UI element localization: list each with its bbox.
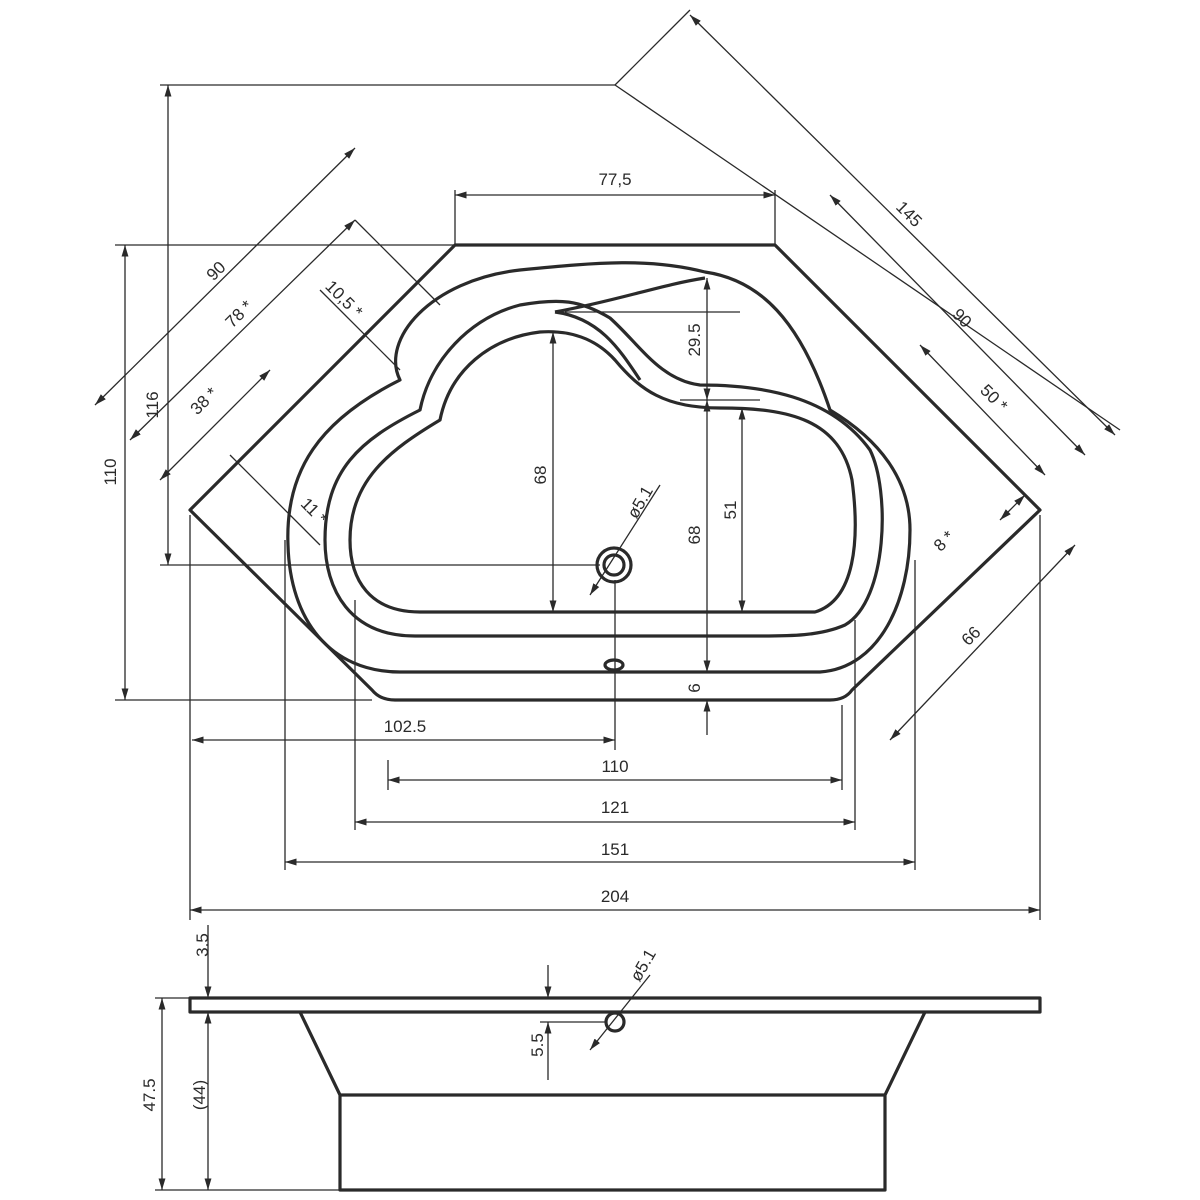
dim-left-78: 78 * — [222, 296, 257, 331]
overflow-icon — [603, 658, 625, 672]
dim-width-151: 151 — [601, 840, 629, 859]
basin-inner-outline — [348, 330, 857, 614]
dim-drain-diameter: ø5.1 — [624, 483, 657, 522]
dim-left-diag-90: 90 — [203, 258, 230, 285]
side-dimension-lines — [155, 925, 651, 1191]
dim-height-47-5: 47.5 — [140, 1078, 159, 1111]
drain-inner-ring — [602, 553, 626, 577]
tub-outer-outline — [188, 243, 1042, 702]
dimension-lines — [94, 14, 1116, 914]
dim-left-38: 38 * — [187, 383, 222, 418]
dim-width-121: 121 — [601, 798, 629, 817]
plan-view: 77,5 145 90 50 * 8 * 66 90 78 * 10,5 * 3… — [94, 9, 1121, 920]
dim-overflow-5-5: 5.5 — [528, 1033, 547, 1057]
dim-basin-68-right: 68 — [685, 526, 704, 545]
dim-right-8: 8 * — [930, 527, 958, 555]
dim-height-116: 116 — [143, 391, 162, 418]
dim-right-diag-90: 90 — [948, 305, 975, 332]
dim-rim-3-5: 3.5 — [193, 933, 212, 957]
dim-depth-44: (44) — [190, 1080, 209, 1110]
rim-inner-outline — [286, 261, 912, 674]
dim-diagonal-overall: 145 — [892, 197, 925, 230]
overflow-side-icon — [604, 1011, 626, 1033]
dim-width-204: 204 — [601, 887, 629, 906]
seat-contour — [554, 276, 706, 381]
dim-top-edge: 77,5 — [598, 170, 631, 189]
dim-overflow-diameter: ø5.1 — [627, 946, 660, 985]
dim-height-110: 110 — [101, 458, 120, 485]
basin-outer-outline — [323, 299, 884, 638]
dim-bottom-6: 6 — [685, 683, 704, 692]
dim-right-50: 50 * — [976, 381, 1011, 416]
dim-width-110: 110 — [601, 757, 628, 776]
side-view: 3.5 47.5 (44) 5.5 ø5.1 — [140, 925, 1042, 1192]
dim-basin-51: 51 — [721, 501, 740, 520]
dim-drain-offset: 102.5 — [384, 717, 427, 736]
dim-seat-29-5: 29.5 — [685, 323, 704, 356]
rim-profile — [188, 996, 1042, 1014]
extension-lines — [115, 9, 1121, 920]
dim-basin-68-left: 68 — [531, 466, 550, 485]
basin-profile — [298, 1011, 927, 1192]
dim-left-10-5: 10,5 * — [321, 277, 366, 322]
